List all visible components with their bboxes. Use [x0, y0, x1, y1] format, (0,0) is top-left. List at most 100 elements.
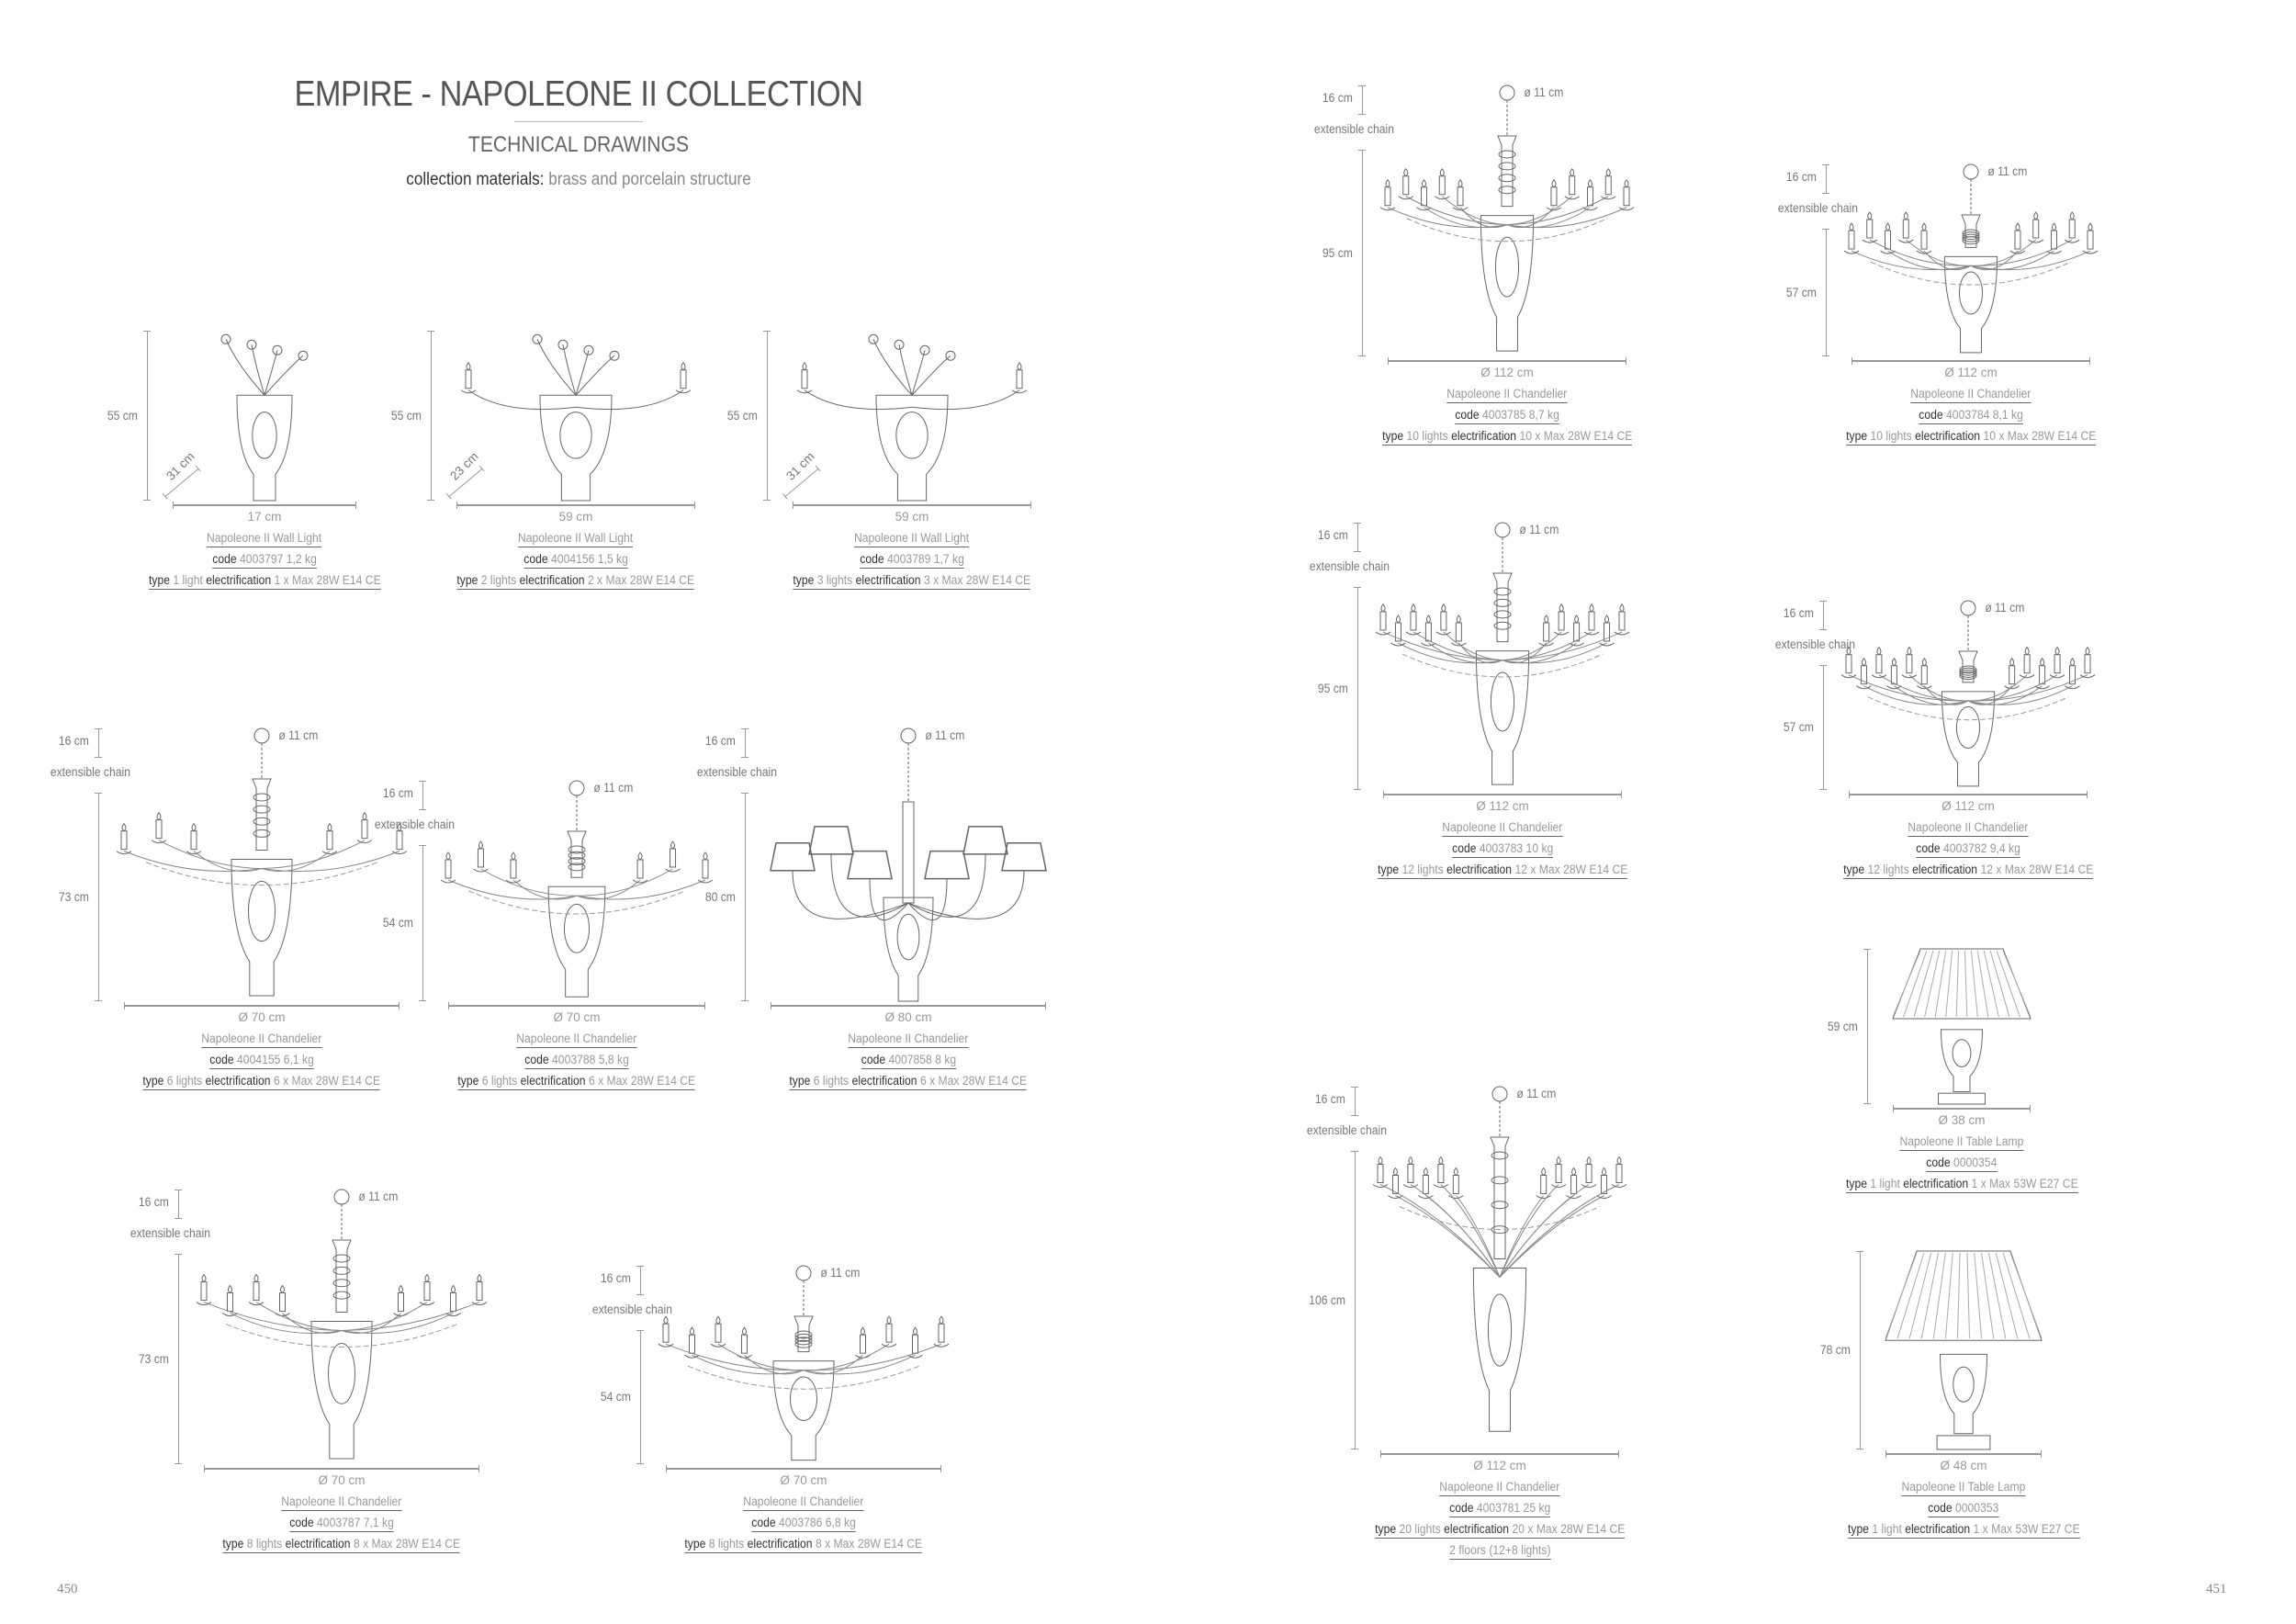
product-specs: type 8 lights electrification 8 x Max 28…	[482, 1537, 1125, 1553]
height-label: 59 cm	[1828, 1019, 1859, 1033]
height-label: 95 cm	[1318, 681, 1349, 695]
electrification-value: 6 x Max 28W E14 CE	[920, 1074, 1028, 1088]
type-value: 8 lights	[709, 1537, 745, 1551]
rose-diameter-label: ø 11 cm	[278, 728, 319, 742]
product-code: code 0000354	[1709, 1156, 2214, 1172]
width-value: 17 cm	[247, 510, 282, 524]
height-dimension-line	[1822, 229, 1829, 356]
code-label: code	[523, 552, 548, 566]
electrification-value: 12 x Max 28W E14 CE	[1514, 863, 1628, 876]
rose-diameter-label: ø 11 cm	[925, 728, 965, 742]
chain-dimension-line	[1351, 1087, 1358, 1116]
chain-dimension-line	[1354, 523, 1361, 552]
width-dimension-line	[1893, 1105, 2031, 1112]
title-divider	[514, 121, 643, 122]
chandelier-illustration	[196, 1189, 488, 1460]
width-value: Ø 112 cm	[1476, 799, 1529, 813]
code-label: code	[751, 1516, 776, 1529]
product-drawing	[1843, 164, 2099, 356]
code-label: code	[1926, 1156, 1951, 1169]
weight-value: 1,5 kg	[597, 552, 628, 566]
chandelier-illustration	[770, 727, 1047, 1002]
product-specs: type 1 light electrification 1 x Max 53W…	[1709, 1177, 2214, 1193]
electrification-value: 10 x Max 28W E14 CE	[1519, 429, 1633, 443]
weight-value: 1,2 kg	[286, 552, 317, 566]
product-name-text: Napoleone II Chandelier	[516, 1032, 637, 1048]
product-note: 2 floors (12+8 lights)	[1197, 1543, 1803, 1560]
height-dimension-line	[1819, 665, 1827, 790]
product-drawing	[1379, 85, 1635, 356]
type-label: type	[1374, 1522, 1396, 1536]
type-label: type	[456, 573, 478, 587]
type-label: type	[1842, 863, 1864, 876]
code-value: 4003782	[1942, 841, 1987, 855]
weight-value: 8,7 kg	[1528, 408, 1559, 422]
rose-diameter-label: ø 11 cm	[1524, 85, 1564, 99]
extensible-chain-label: extensible chain	[1778, 201, 1859, 215]
electrification-value: 1 x Max 53W E27 CE	[1973, 1522, 2080, 1536]
electrification-label: electrification	[1911, 863, 1977, 876]
product-name-text: Napoleone II Chandelier	[848, 1032, 969, 1048]
weight-value: 1,7 kg	[933, 552, 964, 566]
extensible-chain-label: extensible chain	[1775, 637, 1856, 651]
width-value: Ø 70 cm	[780, 1473, 827, 1487]
code-value: 4003785	[1481, 408, 1526, 422]
width-dimension-line	[456, 502, 695, 509]
height-dimension-line	[1351, 1151, 1358, 1449]
type-value: 12 lights	[1867, 863, 1909, 876]
height-label: 80 cm	[705, 889, 737, 904]
code-label: code	[1455, 408, 1480, 422]
width-label: 59 cm	[609, 510, 1215, 524]
product-code: code 4003786 6,8 kg	[482, 1516, 1125, 1532]
table-lamp-illustration	[1892, 948, 2032, 1105]
code-label: code	[209, 1053, 234, 1066]
type-label: type	[142, 1074, 164, 1088]
electrification-value: 2 x Max 28W E14 CE	[588, 573, 695, 587]
electrification-label: electrification	[285, 1537, 351, 1551]
width-dimension-line	[204, 1465, 479, 1472]
product-drawing	[793, 331, 1031, 502]
width-dimension-line	[1849, 791, 2088, 798]
product-specs: type 6 lights electrification 6 x Max 28…	[264, 1074, 889, 1090]
product-name-text: Napoleone II Chandelier	[1442, 820, 1563, 837]
type-label: type	[1845, 429, 1867, 443]
weight-value: 10 kg	[1525, 841, 1554, 855]
height-label: 57 cm	[1786, 285, 1818, 299]
electrification-label: electrification	[855, 573, 921, 587]
electrification-label: electrification	[205, 1074, 271, 1088]
wall-light-illustration	[220, 333, 309, 502]
product-specs: type 12 lights electrification 12 x Max …	[1665, 863, 2271, 879]
product-drawing	[173, 331, 356, 502]
width-dimension-line	[1380, 1450, 1619, 1458]
electrification-label: electrification	[1443, 1522, 1509, 1536]
electrification-value: 1 x Max 28W E14 CE	[274, 573, 381, 587]
chandelier-illustration	[1372, 1086, 1627, 1432]
weight-value: 9,4 kg	[1989, 841, 2020, 855]
code-value: 4004155	[236, 1053, 281, 1066]
height-label: 57 cm	[1784, 720, 1815, 734]
product-name-text: Napoleone II Chandelier	[281, 1494, 402, 1511]
height-label: 73 cm	[59, 889, 90, 904]
electrification-value: 10 x Max 28W E14 CE	[1983, 429, 2097, 443]
product-code: code 4003781 25 kg	[1197, 1501, 1803, 1517]
width-label: Ø 70 cm	[264, 1010, 889, 1024]
rose-diameter-label: ø 11 cm	[593, 781, 634, 795]
type-value: 20 lights	[1399, 1522, 1441, 1536]
code-label: code	[212, 552, 237, 566]
height-label: 78 cm	[1820, 1343, 1851, 1357]
code-label: code	[524, 1053, 549, 1066]
product-code: code 4007858 8 kg	[587, 1053, 1230, 1069]
chain-length-label: 16 cm	[383, 786, 414, 800]
electrification-value: 1 x Max 53W E27 CE	[1971, 1177, 2078, 1190]
width-value: Ø 38 cm	[1938, 1113, 1986, 1127]
code-value: 0000354	[1953, 1156, 1998, 1169]
electrification-label: electrification	[205, 573, 271, 587]
product-drawing	[1885, 1250, 2043, 1450]
electrification-label: electrification	[519, 573, 585, 587]
weight-value: 8,1 kg	[1992, 408, 2023, 422]
product-name: Napoleone II Chandelier	[1665, 820, 2271, 837]
